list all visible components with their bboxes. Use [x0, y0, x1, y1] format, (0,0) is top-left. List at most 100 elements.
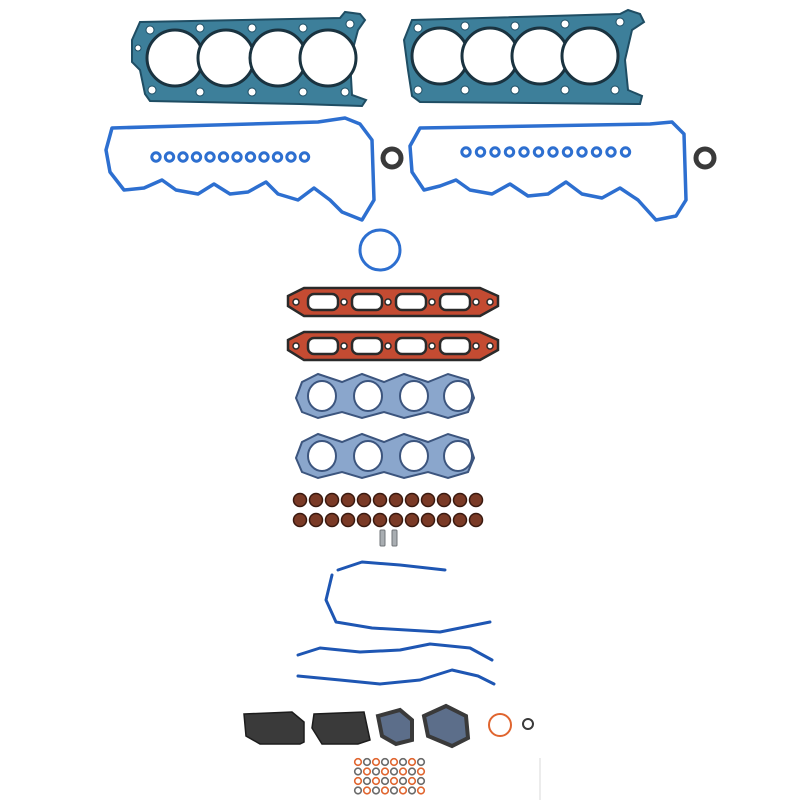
bolt-hole — [460, 21, 470, 31]
bolt-hole — [428, 298, 436, 306]
intake-port — [350, 336, 384, 356]
bolt-holes — [134, 19, 355, 97]
bolt-hole — [340, 87, 350, 97]
bolt-hole — [384, 342, 392, 350]
bolt-hole — [145, 25, 155, 35]
thermostat-seal-ring — [358, 228, 402, 272]
cylinder-bores — [410, 26, 620, 86]
bolt-hole — [292, 342, 300, 350]
exhaust-port — [443, 380, 473, 412]
bolt-hole — [486, 298, 494, 306]
spark-plug-tube-seal — [518, 146, 530, 158]
dowel-pin — [391, 529, 398, 547]
exhaust-port — [399, 440, 429, 472]
bolt-hole — [610, 85, 620, 95]
bolt-hole — [298, 87, 308, 97]
bolt-hole — [413, 85, 423, 95]
timing-cover-gasket — [324, 560, 492, 634]
cylinder-bore — [560, 26, 620, 86]
valve-stem-seal — [388, 512, 404, 528]
spark-plug-tube-seal — [204, 151, 216, 163]
bolt-hole — [298, 23, 308, 33]
small-seal — [389, 767, 399, 776]
black-cover-gasket — [243, 711, 305, 745]
head-gasket-right — [402, 8, 646, 106]
exhaust-port — [307, 440, 337, 472]
small-seal — [353, 786, 363, 795]
valve-stem-seal — [436, 512, 452, 528]
intake-port — [306, 336, 340, 356]
small-seal — [362, 757, 372, 767]
small-seal — [407, 757, 417, 767]
valve-stem-seal — [356, 492, 372, 508]
cylinder-bore — [196, 28, 256, 88]
valve-stem-seal — [468, 512, 484, 528]
spark-plug-tube-seal — [547, 146, 559, 158]
intake-port — [438, 336, 472, 356]
valve-stem-seal — [324, 492, 340, 508]
spark-plug-tube-seal — [590, 146, 603, 158]
cylinder-bore — [248, 28, 308, 88]
small-seal — [407, 786, 417, 795]
dowel-pin — [379, 529, 386, 547]
small-seal — [380, 757, 390, 767]
exhaust-gasket-plate — [294, 372, 476, 420]
bolt-hole — [340, 342, 348, 350]
valve-stem-seal — [340, 492, 356, 508]
intake-port — [438, 292, 472, 312]
bolt-hole — [195, 87, 205, 97]
intake-port — [394, 336, 428, 356]
spark-plug-tube-seal — [258, 151, 270, 163]
bolt-hole — [247, 87, 257, 97]
bolt-hole — [510, 21, 520, 31]
small-seal — [407, 767, 417, 776]
valve-cover-gasket-right — [408, 120, 688, 222]
small-seal — [371, 776, 381, 786]
exhaust-port — [353, 380, 383, 412]
timing-cover-gasket — [296, 668, 496, 686]
cylinder-bore — [460, 26, 520, 86]
bolt-hole — [345, 19, 355, 29]
small-seal — [380, 786, 390, 795]
spark-plug-tube-seal — [190, 151, 203, 163]
small-seal — [353, 757, 363, 767]
bolt-hole — [428, 342, 436, 350]
spark-plug-tube-seal — [163, 151, 176, 163]
dowel-pins — [379, 529, 398, 547]
cylinder-bore — [145, 28, 205, 88]
timing-cover-gasket — [296, 642, 494, 662]
spark-plug-tube-seal — [177, 151, 189, 163]
spark-plug-tube-seal — [271, 151, 284, 163]
valve-stem-seal — [372, 512, 388, 528]
small-seal — [371, 757, 381, 767]
spark-plug-tube-seal — [576, 146, 588, 158]
bolt-hole — [472, 342, 480, 350]
small-seal — [398, 767, 408, 776]
black-cover-gasket — [311, 711, 371, 745]
bolt-hole — [615, 17, 625, 27]
small-seal — [380, 776, 390, 786]
spark-plug-tube-seal — [474, 146, 487, 158]
valve-stem-seal — [404, 512, 420, 528]
spark-plug-tube-seal — [605, 146, 617, 158]
bolt-hole — [560, 19, 570, 29]
cylinder-bore — [510, 26, 570, 86]
bolt-hole — [247, 23, 257, 33]
valve-stem-seal — [420, 512, 436, 528]
spark-plug-tube-seal — [561, 146, 574, 158]
small-seal — [362, 767, 372, 776]
spark-plug-tube-seals-right — [460, 146, 632, 158]
valve-stem-seal — [340, 512, 356, 528]
spark-plug-tube-seal — [150, 151, 162, 163]
bolt-hole — [472, 298, 480, 306]
black-cover-gaskets — [243, 703, 471, 749]
small-seal — [416, 776, 426, 786]
cylinder-bore — [298, 28, 358, 88]
spark-plug-tube-seal — [460, 146, 472, 158]
o-ring-left — [380, 146, 404, 170]
orange-o-ring — [488, 713, 512, 737]
bolt-hole — [340, 298, 348, 306]
bolt-hole — [292, 298, 300, 306]
